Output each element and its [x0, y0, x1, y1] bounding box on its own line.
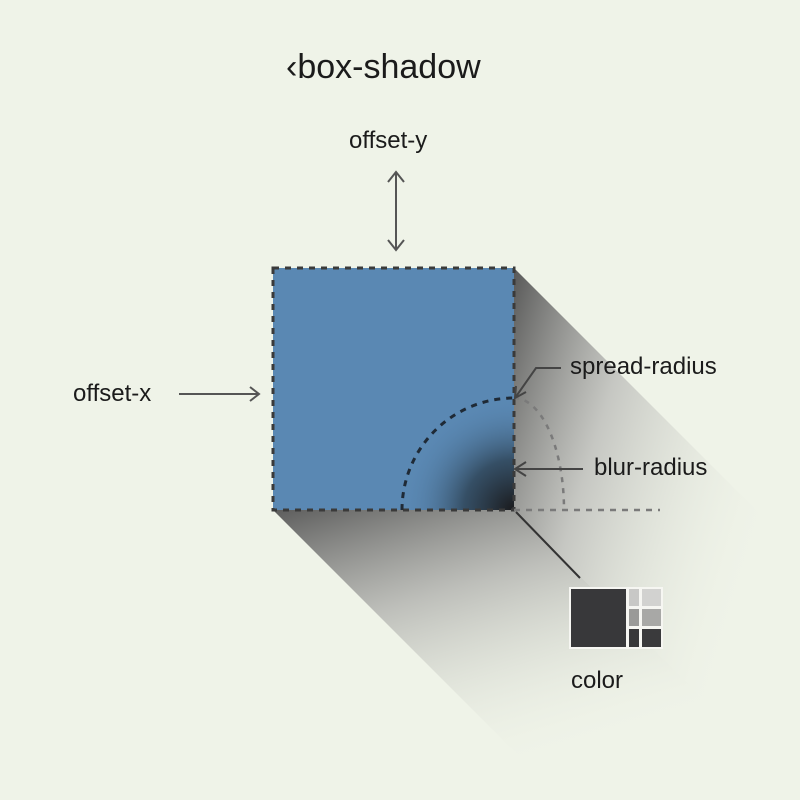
swatch-main [571, 589, 626, 647]
spread-radius-leader-icon [513, 367, 561, 400]
color-label: color [571, 667, 624, 694]
spread-radius-label: spread-radius [570, 353, 717, 380]
swatch-dark-2 [642, 629, 661, 647]
blur-quarter-circle [402, 398, 514, 510]
color-swatch-icon [569, 587, 663, 649]
color-leader-icon [515, 511, 581, 579]
shadow-right [514, 268, 760, 756]
swatch-light-1 [629, 589, 639, 606]
diagram-title: ‹box-shadow [286, 48, 481, 86]
blur-arc-inner [400, 396, 515, 511]
swatch-mid-2 [642, 609, 661, 626]
swatch-mid-1 [629, 609, 639, 626]
swatch-light-2 [642, 589, 661, 606]
offset-x-arrow-icon [179, 386, 261, 402]
offset-y-arrow-icon [387, 170, 405, 252]
offset-x-label: offset-x [73, 380, 152, 407]
shadow-bottom [273, 510, 760, 756]
offset-y-label: offset-y [349, 127, 428, 154]
box-dashed-outline [271, 266, 516, 512]
blur-radius-label: blur-radius [594, 454, 708, 481]
swatch-dark-1 [629, 629, 639, 647]
blur-radius-leader-icon [513, 461, 583, 477]
